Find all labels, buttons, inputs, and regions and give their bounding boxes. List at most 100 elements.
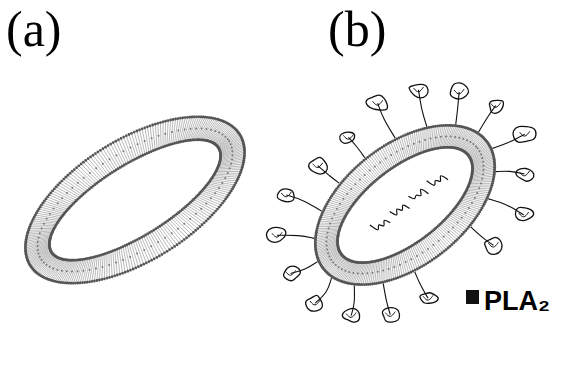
lipid-head — [117, 138, 120, 141]
protein-coil — [309, 157, 328, 174]
lipid-tail — [410, 132, 415, 158]
bilayer-midplane — [164, 133, 166, 135]
bilayer-midplane — [77, 270, 79, 272]
lipid-head — [156, 122, 159, 125]
lipid-head — [137, 265, 140, 268]
tether-chain — [456, 92, 459, 124]
bilayer-midplane — [328, 256, 330, 258]
bilayer-midplane — [474, 197, 476, 199]
bilayer-midplane — [37, 249, 39, 251]
lipid-tail — [159, 225, 176, 248]
bilayer-midplane — [221, 182, 223, 184]
bilayer-midplane — [164, 237, 166, 239]
bilayer-midplane — [416, 255, 418, 257]
lipid-head — [97, 151, 100, 154]
lipid-head — [60, 180, 63, 183]
bilayer-midplane — [450, 136, 452, 138]
lipid-tail — [467, 139, 487, 155]
lipid-head — [69, 172, 72, 175]
bilayer-midplane — [352, 272, 354, 274]
bilayer-midplane — [482, 173, 484, 175]
bilayer-midplane — [435, 136, 437, 138]
protein-coil — [516, 168, 534, 181]
lipid-tail — [214, 172, 242, 174]
protein-coil — [277, 189, 294, 202]
bilayer-midplane — [221, 133, 223, 135]
bilayer-midplane — [102, 163, 104, 165]
bilayer-midplane — [214, 192, 216, 194]
bilayer-midplane — [183, 223, 185, 225]
lipid-tail — [471, 167, 496, 173]
lipid-head — [100, 278, 103, 281]
bilayer-midplane — [327, 252, 329, 254]
bilayer-midplane — [413, 143, 415, 145]
lipid-head — [166, 250, 169, 253]
panel-label: (a) — [6, 4, 62, 54]
lipid-head — [207, 218, 210, 221]
lipid-head — [94, 152, 97, 155]
lipid-tail — [215, 129, 237, 146]
bilayer-midplane — [66, 270, 68, 272]
lipid-head — [128, 133, 131, 136]
tether-chain — [286, 195, 321, 211]
lipid-tail — [379, 258, 381, 284]
bilayer-midplane — [468, 207, 470, 209]
bilayer-midplane — [410, 258, 412, 260]
lipid-head — [87, 157, 90, 160]
lipid-head — [99, 149, 102, 152]
bilayer-midplane — [427, 248, 429, 250]
bilayer-midplane — [461, 217, 463, 219]
lipid-tail — [92, 154, 109, 176]
bilayer-midplane — [57, 202, 59, 204]
bilayer-midplane — [157, 241, 159, 243]
bilayer-midplane — [231, 147, 233, 149]
enzyme-label: PLA₂ — [482, 288, 552, 315]
lipid-tail — [394, 139, 403, 163]
protein-coil — [343, 134, 353, 139]
lipid-tail — [381, 146, 393, 169]
lipid-head — [145, 262, 148, 265]
bilayer-midplane — [151, 137, 153, 139]
lipid-tail — [115, 140, 127, 165]
lipid-tail — [314, 240, 339, 248]
lipid-tail — [29, 225, 57, 226]
protein-coil — [342, 308, 359, 322]
lipid-tail — [157, 226, 173, 249]
lipid-tail — [153, 124, 156, 152]
polymer-chains — [266, 83, 536, 322]
lipid-head — [177, 117, 180, 120]
lipid-head — [120, 137, 123, 140]
protein-coil — [286, 270, 296, 275]
lipid-head — [71, 170, 74, 173]
lipid-tail — [111, 250, 112, 278]
lipid-tail — [143, 235, 155, 260]
bilayer-midplane — [344, 270, 346, 272]
bilayer-midplane — [482, 161, 484, 163]
bilayer-midplane — [330, 259, 332, 261]
lipid-head — [126, 270, 129, 273]
lipid-head — [196, 227, 199, 230]
lipid-head — [121, 272, 124, 275]
lipid-tail — [167, 119, 168, 147]
lipid-head — [73, 168, 76, 171]
bilayer-midplane — [469, 141, 471, 143]
lipid-tail — [219, 155, 246, 161]
bilayer-midplane — [77, 182, 79, 184]
lipid-tail — [32, 219, 60, 222]
lipid-tail — [155, 228, 170, 251]
lipid-tail — [216, 131, 239, 147]
lipid-head — [174, 118, 177, 121]
lipid-head — [138, 128, 141, 131]
lipid-head — [77, 164, 80, 167]
lipid-head — [142, 263, 145, 266]
lipid-head — [140, 264, 143, 267]
lipid-tail — [28, 228, 56, 229]
bilayer-midplane — [472, 143, 474, 145]
bilayer-midplane — [393, 266, 395, 268]
lipid-tail — [145, 234, 157, 259]
lipid-tail — [24, 239, 51, 245]
bilayer-midplane — [190, 128, 192, 130]
lipid-tail — [456, 205, 480, 215]
lipid-head — [238, 132, 241, 135]
